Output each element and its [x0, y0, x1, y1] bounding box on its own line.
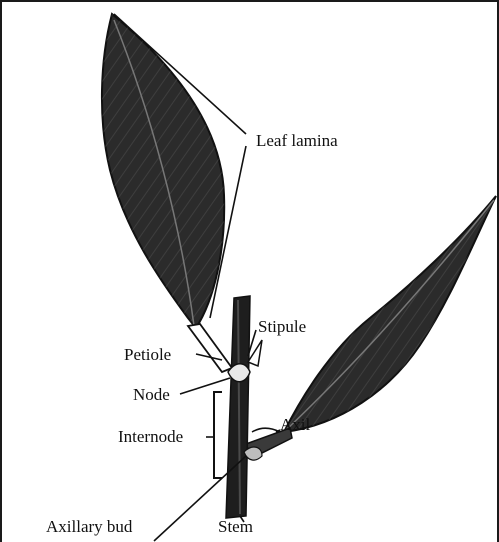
label-node: Node — [133, 385, 170, 404]
upper-leaf — [102, 14, 224, 328]
label-stem: Stem — [218, 517, 253, 536]
label-stipule: Stipule — [258, 317, 306, 336]
label-axillary-bud: Axillary bud — [46, 517, 133, 536]
internode-bracket — [214, 392, 222, 478]
stipule — [248, 340, 262, 366]
upper-petiole — [188, 324, 232, 372]
leader-node — [180, 378, 230, 394]
label-leaf-lamina: Leaf lamina — [256, 131, 338, 150]
label-internode: Internode — [118, 427, 183, 446]
label-petiole: Petiole — [124, 345, 171, 364]
label-axil: Axil — [280, 415, 311, 434]
lower-leaf — [284, 196, 496, 432]
